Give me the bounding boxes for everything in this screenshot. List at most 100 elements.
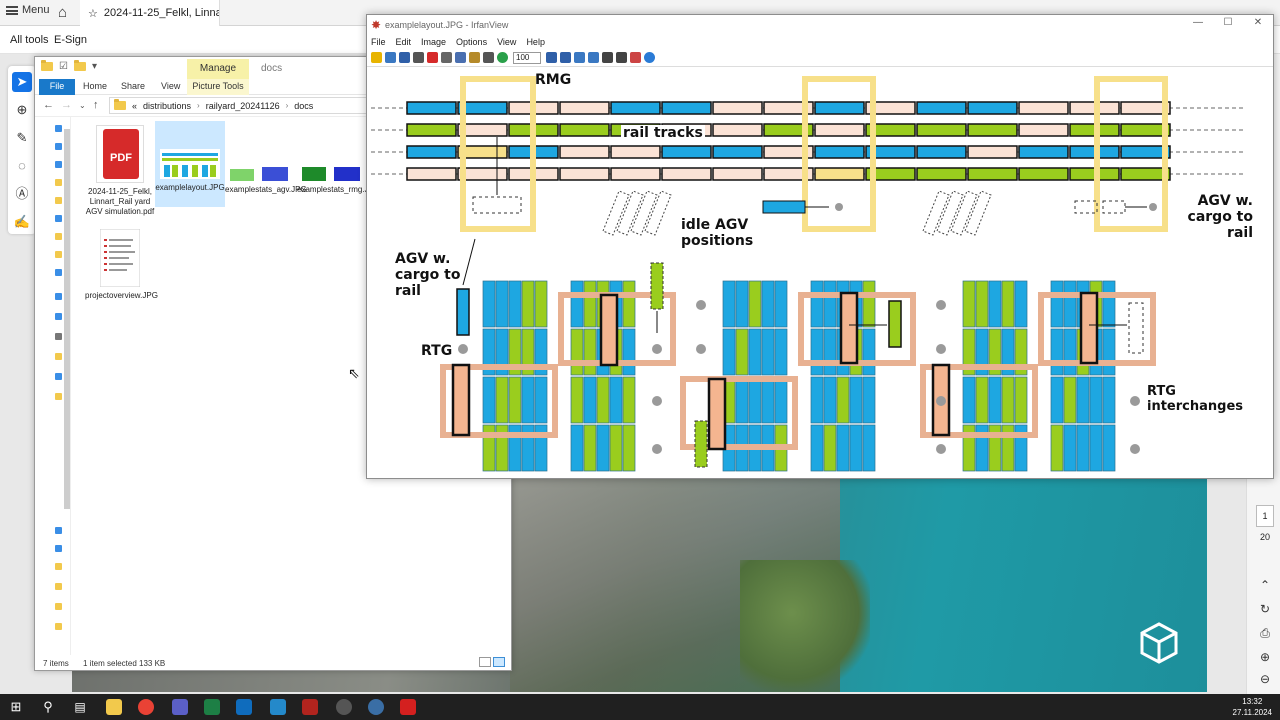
nav-folder-icon[interactable] <box>55 623 62 630</box>
menu-help[interactable]: Help <box>526 37 545 47</box>
menu-options[interactable]: Options <box>456 37 488 47</box>
text-select-icon[interactable]: Ⓐ <box>15 186 29 201</box>
cut-icon[interactable] <box>441 52 452 63</box>
vscode-icon[interactable] <box>270 699 286 715</box>
sign-icon[interactable]: ✍ <box>13 214 31 229</box>
info-icon[interactable] <box>497 52 508 63</box>
next-icon[interactable] <box>588 52 599 63</box>
details-view-icon[interactable] <box>479 657 491 667</box>
nav-folder-icon[interactable] <box>55 179 62 186</box>
slideshow-icon[interactable] <box>385 52 396 63</box>
home-icon[interactable]: ⌂ <box>58 4 68 21</box>
nav-folder-icon[interactable] <box>55 603 62 610</box>
nav-item-icon[interactable] <box>55 527 62 534</box>
quick-access-star-icon[interactable] <box>55 125 62 132</box>
forward-arrow-icon[interactable]: → <box>61 99 72 111</box>
menu-view[interactable]: View <box>497 37 517 47</box>
checkbox-icon[interactable]: ☑ <box>59 61 68 72</box>
paste-icon[interactable] <box>469 52 480 63</box>
all-tools-button[interactable]: All tools <box>10 34 49 46</box>
start-windows-icon[interactable]: ⊞ <box>10 699 22 714</box>
large-icons-view-icon[interactable] <box>493 657 505 667</box>
teams-icon[interactable] <box>172 699 188 715</box>
lasso-icon[interactable]: ◌ <box>18 158 26 173</box>
menu-image[interactable]: Image <box>421 37 447 47</box>
nav-folder-icon[interactable] <box>55 197 62 204</box>
previous-icon[interactable] <box>574 52 585 63</box>
properties-icon[interactable] <box>616 52 627 63</box>
scroll-up-icon[interactable]: ⌃ <box>1259 578 1271 592</box>
file-explorer-taskbar-icon[interactable] <box>106 699 122 715</box>
ribbon-tab-picture-tools[interactable]: Picture Tools <box>187 79 249 95</box>
nav-item-icon[interactable] <box>55 215 62 222</box>
esign-button[interactable]: E-Sign <box>54 34 88 46</box>
file-item-examplestats-rmg[interactable]: examplestats_rmg.JPG <box>297 121 380 195</box>
ribbon-tab-view[interactable]: View <box>161 81 181 91</box>
page-number-input[interactable]: 1 <box>1256 505 1274 527</box>
acrobat-document-tab[interactable]: ☆ 2024-11-25_Felkl, Linnar... ✕ <box>80 0 220 26</box>
manage-tab[interactable]: Manage <box>187 59 249 79</box>
nav-item-icon[interactable] <box>55 333 62 340</box>
acrobat-icon[interactable] <box>400 699 416 715</box>
nav-item-icon[interactable] <box>55 269 62 276</box>
up-arrow-icon[interactable]: ↑ <box>93 99 99 111</box>
outlook-icon[interactable] <box>236 699 252 715</box>
zoom-icon[interactable]: ⊕ <box>16 102 28 117</box>
nav-folder-icon[interactable] <box>55 583 62 590</box>
zoom-select[interactable]: 100 <box>513 51 541 64</box>
nav-folder-icon[interactable] <box>55 233 62 240</box>
nav-folder-icon[interactable] <box>55 563 62 570</box>
zoom-out-icon[interactable] <box>560 52 571 63</box>
nav-item-icon[interactable] <box>55 313 62 320</box>
file-item-examplestats-agv[interactable]: examplestats_agv.JPG <box>225 121 307 195</box>
save-page-icon[interactable]: ⎙ <box>1260 626 1270 640</box>
app-icon[interactable] <box>368 699 384 715</box>
breadcrumb-overflow[interactable]: « <box>132 100 138 111</box>
task-view-icon[interactable]: ▤ <box>74 700 86 714</box>
new-folder-icon[interactable] <box>73 60 86 71</box>
ribbon-tab-file[interactable]: File <box>39 79 75 95</box>
rotate-icon[interactable]: ↻ <box>1259 602 1271 616</box>
maximize-icon[interactable]: ☐ <box>1223 17 1233 28</box>
undo-icon[interactable] <box>483 52 494 63</box>
save-icon[interactable] <box>399 52 410 63</box>
paint-icon[interactable] <box>630 52 641 63</box>
menu-edit[interactable]: Edit <box>395 37 412 47</box>
nav-item-icon[interactable] <box>55 373 62 380</box>
print-icon[interactable] <box>413 52 424 63</box>
obs-icon[interactable] <box>336 699 352 715</box>
nav-folder-icon[interactable] <box>55 393 62 400</box>
breadcrumb-distributions[interactable]: distributions <box>143 100 192 111</box>
select-cursor-icon[interactable]: ➤ <box>12 72 32 92</box>
settings-icon[interactable] <box>602 52 613 63</box>
copy-icon[interactable] <box>455 52 466 63</box>
file-item-examplelayout[interactable]: examplelayout.JPG <box>155 121 225 207</box>
pen-icon[interactable]: ✎ <box>16 130 28 145</box>
zoom-in-icon[interactable] <box>546 52 557 63</box>
nav-folder-icon[interactable] <box>55 251 62 258</box>
navpane-scrollbar[interactable] <box>64 129 70 509</box>
close-icon[interactable]: ✕ <box>1253 17 1263 28</box>
chrome-icon[interactable] <box>138 699 154 715</box>
nav-item-icon[interactable] <box>55 545 62 552</box>
irfanview-taskbar-icon[interactable] <box>302 699 318 715</box>
delete-icon[interactable] <box>427 52 438 63</box>
breadcrumb-railyard[interactable]: railyard_20241126 <box>205 100 280 111</box>
excel-icon[interactable] <box>204 699 220 715</box>
nav-item-icon[interactable] <box>55 143 62 150</box>
star-icon[interactable]: ☆ <box>88 7 98 20</box>
ribbon-tab-share[interactable]: Share <box>121 81 146 91</box>
zoom-out-icon[interactable]: ⊖ <box>1259 672 1271 686</box>
menu-file[interactable]: File <box>371 37 386 47</box>
minimize-icon[interactable]: — <box>1193 17 1203 28</box>
breadcrumb-docs[interactable]: docs <box>294 100 314 111</box>
nav-folder-icon[interactable] <box>55 353 62 360</box>
file-item-projectoverview[interactable]: projectoverview.JPG <box>85 225 158 301</box>
back-arrow-icon[interactable]: ← <box>43 99 54 111</box>
zoom-in-icon[interactable]: ⊕ <box>1259 650 1271 664</box>
ribbon-tab-home[interactable]: Home <box>83 81 108 91</box>
recent-chevron-icon[interactable]: ⌄ <box>79 101 86 110</box>
dropdown-icon[interactable]: ▾ <box>91 61 97 72</box>
nav-item-icon[interactable] <box>55 293 62 300</box>
acrobat-menu-button[interactable]: Menu <box>6 4 50 16</box>
